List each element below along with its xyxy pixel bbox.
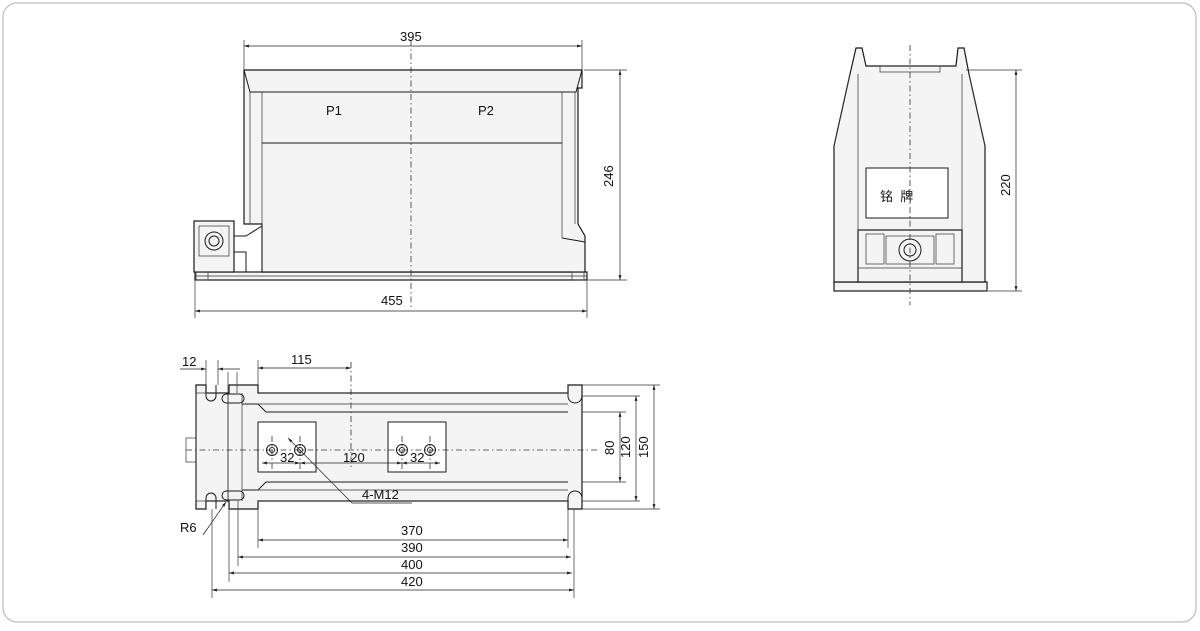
side-main-body <box>833 47 986 283</box>
dim-370: 370 <box>401 523 423 538</box>
front-label-p1: P1 <box>326 103 342 118</box>
dim-12: 12 <box>182 354 196 369</box>
dim-115: 115 <box>291 352 312 367</box>
dim-80: 80 <box>602 441 617 455</box>
plan-view: 12 115 32 120 32 4-M12 R6 80 120 150 <box>180 352 660 598</box>
dim-32-left: 32 <box>280 450 294 465</box>
dim-455: 455 <box>381 293 403 308</box>
front-main-body <box>243 69 586 273</box>
front-view: P1 P2 395 455 246 <box>193 29 627 318</box>
plan-slot-top <box>221 393 245 404</box>
dim-395: 395 <box>400 29 422 44</box>
callout-4-m12: 4-M12 <box>362 487 399 502</box>
nameplate-label: 铭 牌 <box>880 189 913 204</box>
front-terminal-bolt <box>204 231 224 251</box>
plan-slot-bottom <box>221 490 245 501</box>
nameplate-box <box>865 167 949 219</box>
dim-420: 420 <box>401 574 423 589</box>
dim-120-center: 120 <box>343 450 365 465</box>
dim-120: 120 <box>618 436 633 458</box>
dim-400: 400 <box>401 557 423 572</box>
dim-150: 150 <box>636 436 651 458</box>
front-label-p2: P2 <box>478 103 494 118</box>
callout-r6: R6 <box>180 520 197 535</box>
dim-246: 246 <box>601 165 616 187</box>
side-base-plate <box>833 281 988 292</box>
dim-220: 220 <box>998 174 1013 196</box>
dim-390: 390 <box>401 540 423 555</box>
dim-32-right: 32 <box>410 450 424 465</box>
side-view: 铭 牌 220 <box>833 45 1022 305</box>
